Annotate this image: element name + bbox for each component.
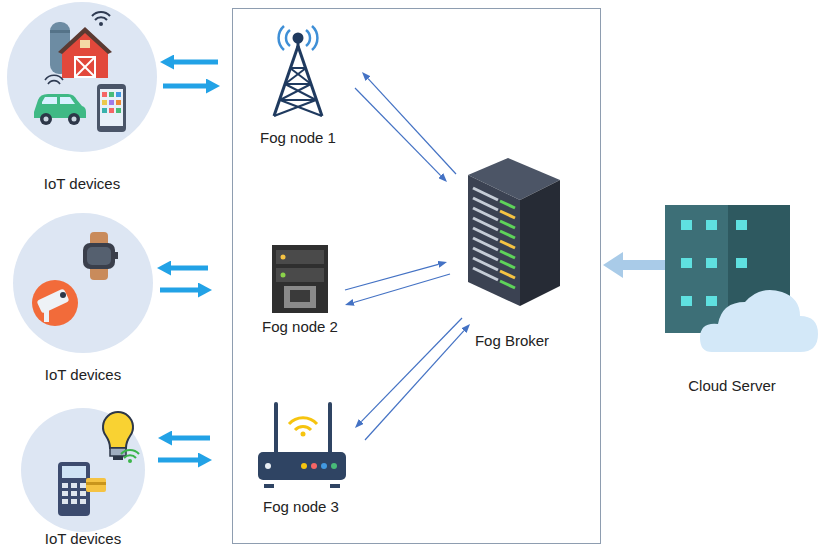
connector-arrow	[355, 88, 441, 176]
icon-node: Fog node 3	[256, 398, 346, 490]
device-circle: IoT devices	[13, 213, 153, 353]
iot-icons-1	[34, 12, 126, 132]
node-label: Fog node 2	[262, 318, 338, 335]
node-label: IoT devices	[45, 530, 121, 547]
connector-arrow	[354, 274, 450, 302]
connector-arrow	[171, 266, 208, 271]
icon-node: Fog Broker	[462, 158, 562, 308]
connector-arrow	[361, 318, 462, 422]
icon-node: Fog node 1	[268, 28, 328, 118]
circle-outline	[13, 213, 153, 353]
wifi-router	[258, 404, 346, 488]
node-label: IoT devices	[45, 366, 121, 383]
connector-arrow	[368, 79, 456, 174]
node-label: Fog Broker	[475, 332, 549, 349]
icon-node: Cloud Server	[662, 203, 802, 355]
iot-icons-3	[58, 412, 139, 516]
fog-layer-frame	[233, 9, 601, 544]
circle-outline	[7, 2, 157, 152]
device-circle: IoT devices	[21, 408, 145, 532]
node-label: Fog node 3	[263, 498, 339, 515]
connector-arrow	[163, 84, 206, 89]
icon-node: Fog node 2	[270, 243, 330, 313]
cell-tower	[274, 26, 322, 116]
cloud-server	[665, 205, 818, 352]
connector-arrow	[160, 288, 198, 293]
connector-arrow	[172, 436, 210, 441]
device-circle: IoT devices	[7, 2, 157, 152]
iot-icons-2	[32, 232, 118, 326]
connector-arrow	[174, 60, 218, 65]
node-label: Fog node 1	[260, 129, 336, 146]
rack-server	[272, 245, 328, 313]
connector-arrow	[158, 458, 198, 463]
connector-arrow	[623, 260, 670, 270]
connector-arrow	[345, 264, 438, 290]
broker-server	[468, 158, 560, 306]
node-label: IoT devices	[44, 175, 120, 192]
circle-outline	[21, 408, 145, 532]
connector-arrow	[365, 331, 464, 440]
node-label: Cloud Server	[688, 377, 776, 394]
